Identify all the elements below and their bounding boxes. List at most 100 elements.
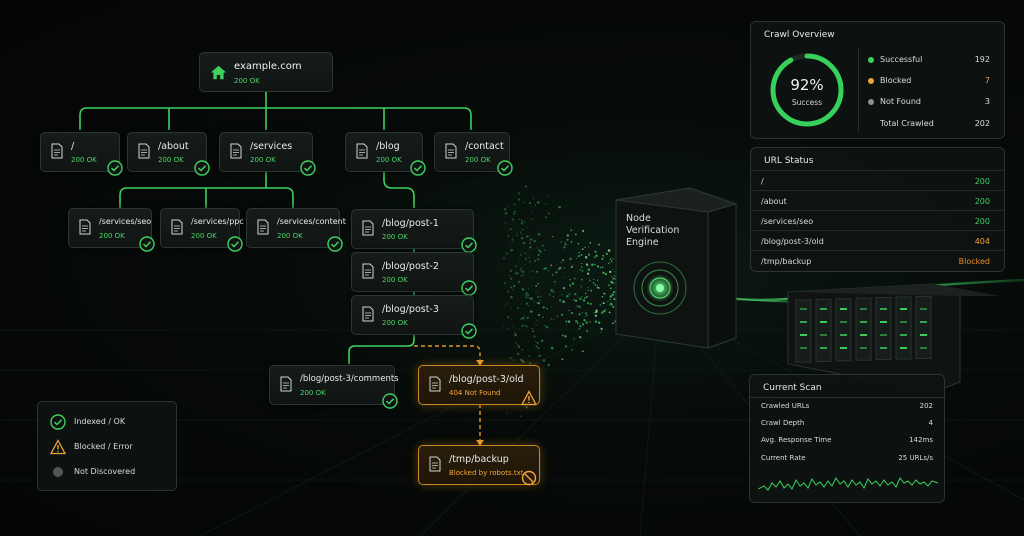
- particle: [577, 255, 580, 257]
- particle: [523, 201, 526, 204]
- particle: [556, 315, 558, 317]
- particle: [520, 358, 522, 361]
- particle: [611, 276, 613, 278]
- particle: [610, 303, 613, 306]
- particle: [608, 311, 611, 314]
- particle: [569, 285, 571, 288]
- particle: [597, 243, 600, 246]
- node-label: /: [71, 141, 75, 152]
- url-status-row[interactable]: /tmp/backup Blocked: [750, 250, 1005, 270]
- particle: [545, 267, 548, 270]
- document-icon: [445, 143, 457, 159]
- particle: [524, 257, 527, 260]
- node-status: 200 OK: [250, 156, 276, 164]
- particle: [526, 316, 530, 320]
- particle: [583, 316, 585, 318]
- node-blog[interactable]: /blog 200 OK: [345, 132, 426, 176]
- node-post-3-comments[interactable]: /blog/post-3/comments 200 OK: [269, 365, 399, 409]
- particle: [612, 305, 615, 308]
- particle: [521, 359, 524, 362]
- particle: [523, 315, 525, 317]
- node-blog-post-1[interactable]: /blog/post-1 200 OK: [351, 209, 477, 253]
- particle: [532, 197, 535, 200]
- particle: [527, 254, 529, 256]
- particle: [611, 261, 613, 263]
- root-node[interactable]: example.com 200 OK: [199, 52, 333, 92]
- particle: [607, 301, 609, 303]
- particle: [511, 228, 513, 230]
- node-status: 200 OK: [158, 156, 184, 164]
- node-blog-post-2[interactable]: /blog/post-2 200 OK: [351, 252, 477, 296]
- particle: [552, 295, 555, 298]
- particle: [552, 290, 555, 293]
- node-contact[interactable]: /contact 200 OK: [434, 132, 513, 176]
- node-label: /about: [158, 141, 189, 152]
- node-post-3-old[interactable]: /blog/post-3/old 404 Not Found: [418, 365, 540, 406]
- rack-led: [880, 347, 887, 349]
- particle: [588, 278, 590, 280]
- particle: [521, 220, 523, 222]
- rack-slot: [795, 299, 812, 363]
- particle: [605, 252, 608, 256]
- particle: [575, 320, 578, 323]
- node-about[interactable]: /about 200 OK: [127, 132, 210, 176]
- current-scan-panel: Current Scan: [749, 374, 946, 503]
- particle: [594, 263, 596, 266]
- node-tmp-backup[interactable]: /tmp/backup Blocked by robots.txt: [418, 445, 540, 486]
- particle: [575, 299, 578, 302]
- node-home-path[interactable]: / 200 OK: [40, 132, 123, 176]
- particle: [561, 294, 563, 296]
- particle: [512, 288, 514, 291]
- url-status-row[interactable]: /services/seo 200: [750, 210, 1005, 230]
- node-services-ppc[interactable]: /services/ppc 200 OK: [160, 208, 244, 252]
- node-status: 200 OK: [300, 389, 326, 397]
- particle: [533, 335, 536, 338]
- particle: [586, 330, 589, 333]
- particle: [520, 233, 523, 235]
- node-services-seo[interactable]: /services/seo 200 OK: [68, 208, 155, 252]
- particle: [517, 306, 520, 309]
- particle: [576, 305, 579, 307]
- particle: [535, 345, 538, 348]
- check-icon: [461, 237, 477, 253]
- node-services[interactable]: /services 200 OK: [219, 132, 316, 176]
- particle: [612, 322, 615, 325]
- particle: [544, 324, 546, 327]
- particle: [613, 283, 614, 285]
- particle: [596, 285, 598, 287]
- particle: [503, 257, 505, 260]
- particle: [600, 331, 602, 333]
- particle: [592, 282, 595, 284]
- url-status-row[interactable]: / 200: [750, 170, 1005, 190]
- particle: [512, 212, 515, 215]
- particle: [601, 295, 604, 298]
- particle: [505, 252, 509, 255]
- rack-slot: [875, 297, 892, 361]
- particle: [531, 270, 534, 272]
- particle: [580, 296, 582, 298]
- rack-led: [880, 321, 887, 323]
- particle: [550, 264, 553, 267]
- particle: [610, 280, 613, 283]
- rack-led: [860, 347, 867, 349]
- url-status-row[interactable]: /blog/post-3/old 404: [750, 230, 1005, 250]
- particle: [550, 346, 554, 350]
- particle: [511, 238, 514, 241]
- particle: [506, 303, 508, 305]
- rack-led: [800, 347, 807, 349]
- url-status-row[interactable]: /about 200: [750, 190, 1005, 210]
- node-services-content[interactable]: /services/content 200 OK: [246, 208, 346, 252]
- particle: [545, 216, 547, 219]
- particle: [541, 244, 544, 247]
- node-blog-post-3[interactable]: /blog/post-3 200 OK: [351, 295, 477, 339]
- particle: [513, 203, 516, 206]
- particle: [517, 280, 521, 284]
- particle: [538, 249, 541, 252]
- particle: [570, 312, 573, 314]
- particle: [507, 234, 510, 237]
- particle: [555, 271, 558, 274]
- particle: [510, 286, 513, 289]
- particle: [572, 348, 574, 350]
- rack-led: [900, 334, 907, 336]
- check-icon: [410, 160, 426, 176]
